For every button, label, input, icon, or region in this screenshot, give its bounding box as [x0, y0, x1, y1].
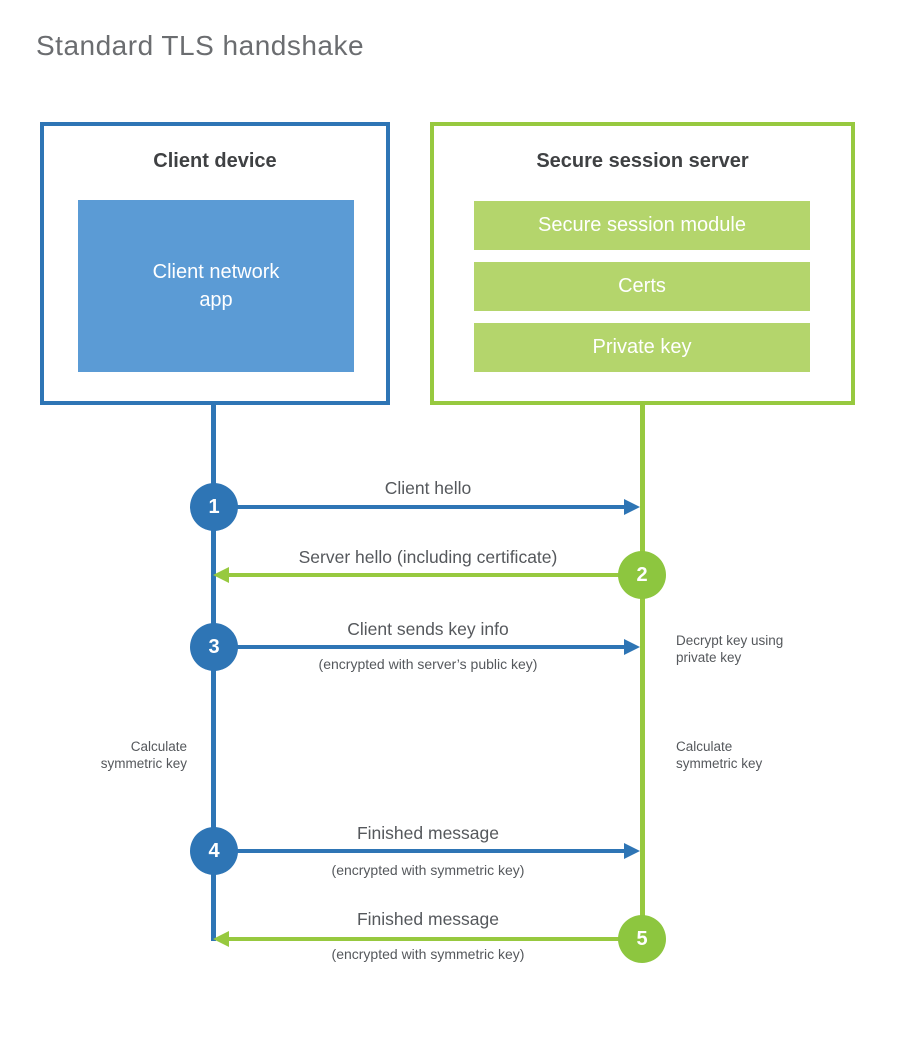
server-module-private-key: Private key: [474, 323, 810, 372]
arrow-right-icon: [624, 639, 640, 655]
step-3-sublabel: (encrypted with server’s public key): [318, 656, 538, 672]
note-calculate-symmetric-key-client: Calculate symmetric key: [100, 739, 187, 771]
client-network-app: Client network app: [78, 200, 354, 372]
step-5-sublabel: (encrypted with symmetric key): [331, 946, 525, 962]
secure-session-server-title: Secure session server: [536, 150, 749, 172]
note-calculate-symmetric-key-server: Calculate symmetric key: [676, 739, 763, 771]
step-3-label: Client sends key info: [347, 619, 509, 639]
step-5-badge: 5: [618, 915, 666, 963]
step-2-label: Server hello (including certificate): [298, 547, 558, 567]
step-2-arrow: [229, 573, 642, 577]
server-module-secure-session: Secure session module: [474, 201, 810, 250]
note-decrypt-key: Decrypt key using private key: [676, 633, 784, 665]
server-lifeline: [640, 405, 645, 940]
step-5-label: Finished message: [356, 909, 500, 929]
step-1-badge: 1: [190, 483, 238, 531]
arrow-left-icon: [213, 567, 229, 583]
arrow-left-icon: [213, 931, 229, 947]
page-title: Standard TLS handshake: [36, 30, 365, 61]
client-lifeline: [211, 405, 216, 941]
server-module-certs: Certs: [474, 262, 810, 311]
step-3-badge: 3: [190, 623, 238, 671]
step-4-arrow: [213, 849, 626, 853]
step-1-label: Client hello: [384, 478, 472, 498]
client-device-title: Client device: [153, 150, 277, 172]
step-1-arrow: [213, 505, 626, 509]
step-4-badge: 4: [190, 827, 238, 875]
arrow-right-icon: [624, 843, 640, 859]
step-3-arrow: [213, 645, 626, 649]
step-4-label: Finished message: [356, 823, 500, 843]
arrow-right-icon: [624, 499, 640, 515]
step-5-arrow: [229, 937, 642, 941]
step-4-sublabel: (encrypted with symmetric key): [331, 862, 525, 878]
step-2-badge: 2: [618, 551, 666, 599]
